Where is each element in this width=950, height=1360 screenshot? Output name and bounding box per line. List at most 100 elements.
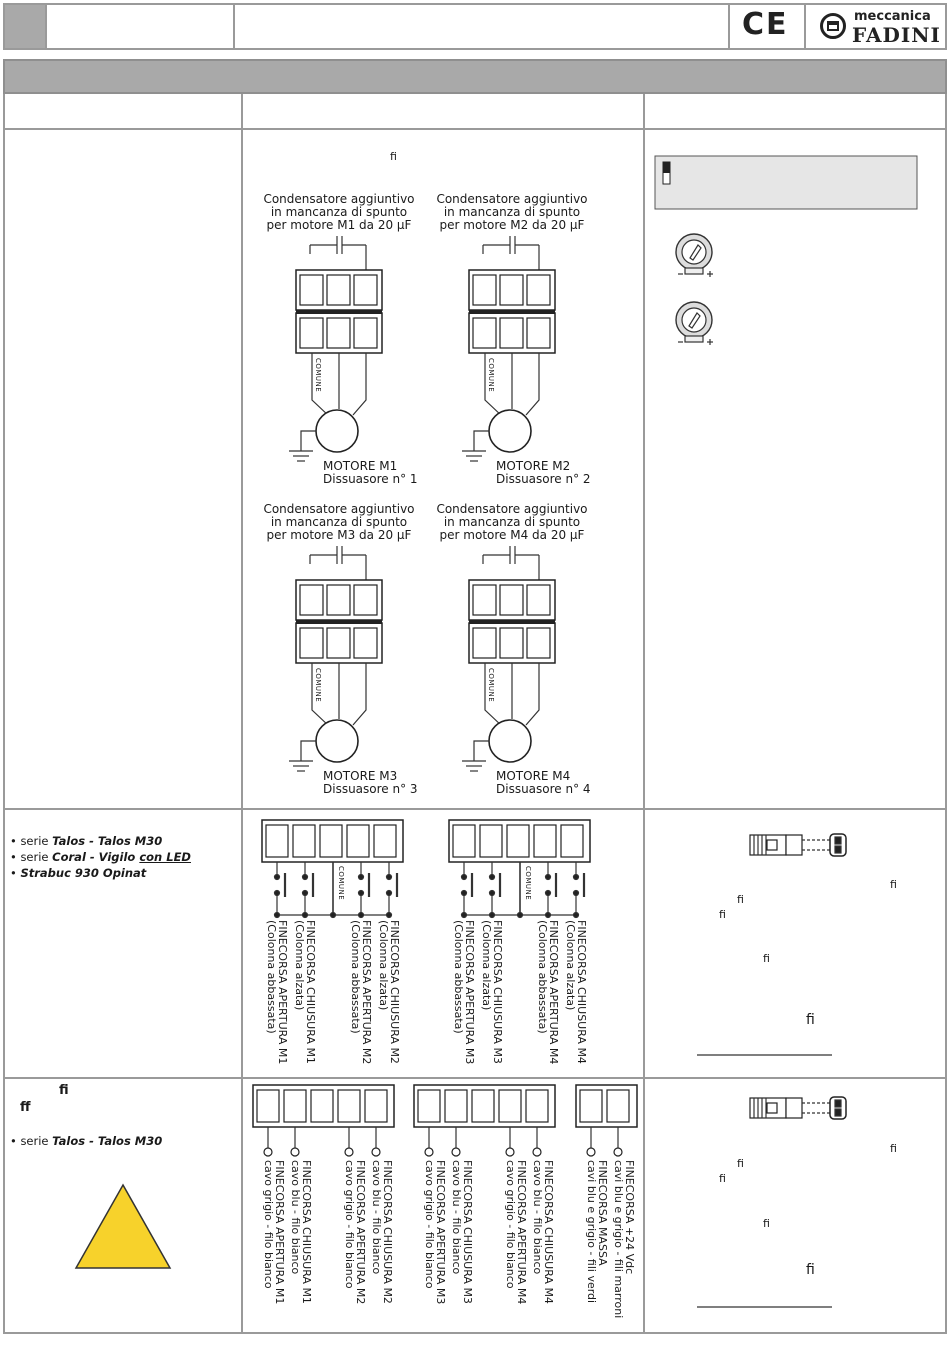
cap-label-2-line3: per motore M2 da 20 µF: [439, 218, 585, 232]
terminal-slot: [498, 1089, 522, 1123]
cable-end-icon: [424, 1147, 434, 1157]
junction-dot: [516, 911, 524, 919]
lig-fi-7: fi: [890, 1142, 897, 1155]
terminal-slot: [353, 627, 378, 659]
brand-name: FADINI: [852, 23, 941, 47]
terminal-slot: [472, 317, 497, 349]
cable-end-icon: [532, 1147, 542, 1157]
limit-label-7-b: (Colonna abbassata): [536, 920, 549, 1034]
connector-1-icon: [749, 833, 847, 857]
terminal-slot: [283, 1089, 307, 1123]
terminal-slot: [499, 584, 524, 616]
s3-lig-fi: fi: [59, 1083, 69, 1098]
lig-fi-6: fi: [806, 1012, 815, 1028]
terminal-slot: [299, 274, 324, 306]
cable-label-2-2-b: cavo blu - filo bianco: [450, 1160, 463, 1275]
dip-switch-box: [654, 155, 918, 210]
lig-fi-1: fi: [390, 150, 397, 163]
header-title-cell: [45, 3, 235, 50]
terminal-slot: [326, 317, 351, 349]
switch-contact: [572, 889, 580, 897]
cap-label-4-line2: in mancanza di spunto: [443, 515, 581, 529]
terminal-slot: [265, 824, 289, 858]
cable-label-2-1-a: FINECORSA APERTURA M3: [434, 1160, 447, 1305]
switch-contact: [357, 889, 365, 897]
junction-dot: [460, 911, 468, 919]
terminal-slot: [292, 824, 316, 858]
limit-label-4-b: (Colonna alzata): [377, 920, 390, 1011]
trimmer-2-icon: [675, 301, 713, 345]
cable-end-icon: [613, 1147, 623, 1157]
terminal-slot: [326, 627, 351, 659]
motor-name-3: MOTORE M3: [323, 769, 398, 783]
cable-label-2-3-a: FINECORSA APERTURA M4: [515, 1160, 528, 1305]
cable-label-1-1-b: cavo grigio - filo bianco: [262, 1160, 275, 1289]
terminal-slot: [506, 824, 530, 858]
terminal-slot: [606, 1089, 630, 1123]
cable-label-2-3-b: cavo grigio - filo bianco: [504, 1160, 517, 1289]
row-divider-header: [3, 128, 947, 130]
cable-end-icon: [290, 1147, 300, 1157]
motor-name-1: MOTORE M1: [323, 459, 398, 473]
junction-dot: [385, 911, 393, 919]
junction-dot: [572, 911, 580, 919]
terminal-slot: [326, 584, 351, 616]
cable-label-1-3-a: FINECORSA APERTURA M2: [354, 1160, 367, 1305]
terminal-slot: [526, 274, 551, 306]
terminal-slot: [452, 824, 476, 858]
wire-3: [525, 663, 540, 726]
terminal-divider: [469, 620, 555, 624]
terminal-divider: [296, 310, 382, 314]
limit-label-2-a: FINECORSA CHIUSURA M1: [304, 920, 317, 1064]
terminal-slot: [444, 1089, 468, 1123]
terminal-slot: [526, 627, 551, 659]
cable-end-icon: [263, 1147, 273, 1157]
ce-mark: CE: [742, 7, 789, 42]
row-divider-1: [3, 808, 947, 810]
terminal-slot: [526, 317, 551, 349]
cap-label-4-line3: per motore M4 da 20 µF: [439, 528, 585, 542]
cable-end-icon: [344, 1147, 354, 1157]
col-divider-2: [643, 94, 645, 1334]
cap-label-2-line1: Condensatore aggiuntivo: [436, 192, 588, 206]
limit-label-1-b: (Colonna abbassata): [265, 920, 278, 1034]
terminal-slot: [525, 1089, 549, 1123]
switch-contact: [460, 873, 468, 881]
terminal-slot: [373, 824, 397, 858]
cap-label-1-line3: per motore M1 da 20 µF: [266, 218, 412, 232]
cap-label-1-line2: in mancanza di spunto: [270, 205, 408, 219]
limit-label-8-b: (Colonna alzata): [564, 920, 577, 1011]
s2-bullet-3: • Strabuc 930 Opinat: [10, 866, 147, 880]
cable-label-1-1-a: FINECORSA APERTURA M1: [273, 1160, 286, 1305]
terminal-slot: [471, 1089, 495, 1123]
ground-wire: [300, 430, 316, 451]
cable-label-1-4-a: FINECORSA CHIUSURA M2: [381, 1160, 394, 1304]
cable-end-icon: [586, 1147, 596, 1157]
limit-label-3-b: (Colonna abbassata): [349, 920, 362, 1034]
ground-wire: [300, 740, 316, 761]
fadini-logo-mark-icon: [827, 21, 839, 31]
terminal-slot: [472, 627, 497, 659]
wire-3: [352, 353, 367, 416]
cable-label-2-4-a: FINECORSA CHIUSURA M4: [542, 1160, 555, 1304]
ground-wire: [473, 740, 489, 761]
lig-fi-4: fi: [719, 908, 726, 921]
limit-label-2-b: (Colonna alzata): [293, 920, 306, 1011]
terminal-slot: [499, 274, 524, 306]
terminal-slot: [499, 317, 524, 349]
terminal-slot: [346, 824, 370, 858]
section-band: [3, 59, 947, 94]
wire-common: [311, 353, 331, 418]
s3-lig-ff: ff: [20, 1100, 31, 1115]
switch-contact: [488, 889, 496, 897]
terminal-divider: [469, 310, 555, 314]
s2-bullet-1: • serie Talos - Talos M30: [10, 834, 163, 848]
terminal-slot: [353, 584, 378, 616]
lig-fi-11: fi: [806, 1262, 815, 1278]
limit-label-5-b: (Colonna abbassata): [452, 920, 465, 1034]
terminal-slot: [353, 317, 378, 349]
limit-label-4-a: FINECORSA CHIUSURA M2: [388, 920, 401, 1064]
terminal-slot: [472, 584, 497, 616]
cable-end-icon: [451, 1147, 461, 1157]
cable-label-1-3-b: cavo grigio - filo bianco: [343, 1160, 356, 1289]
